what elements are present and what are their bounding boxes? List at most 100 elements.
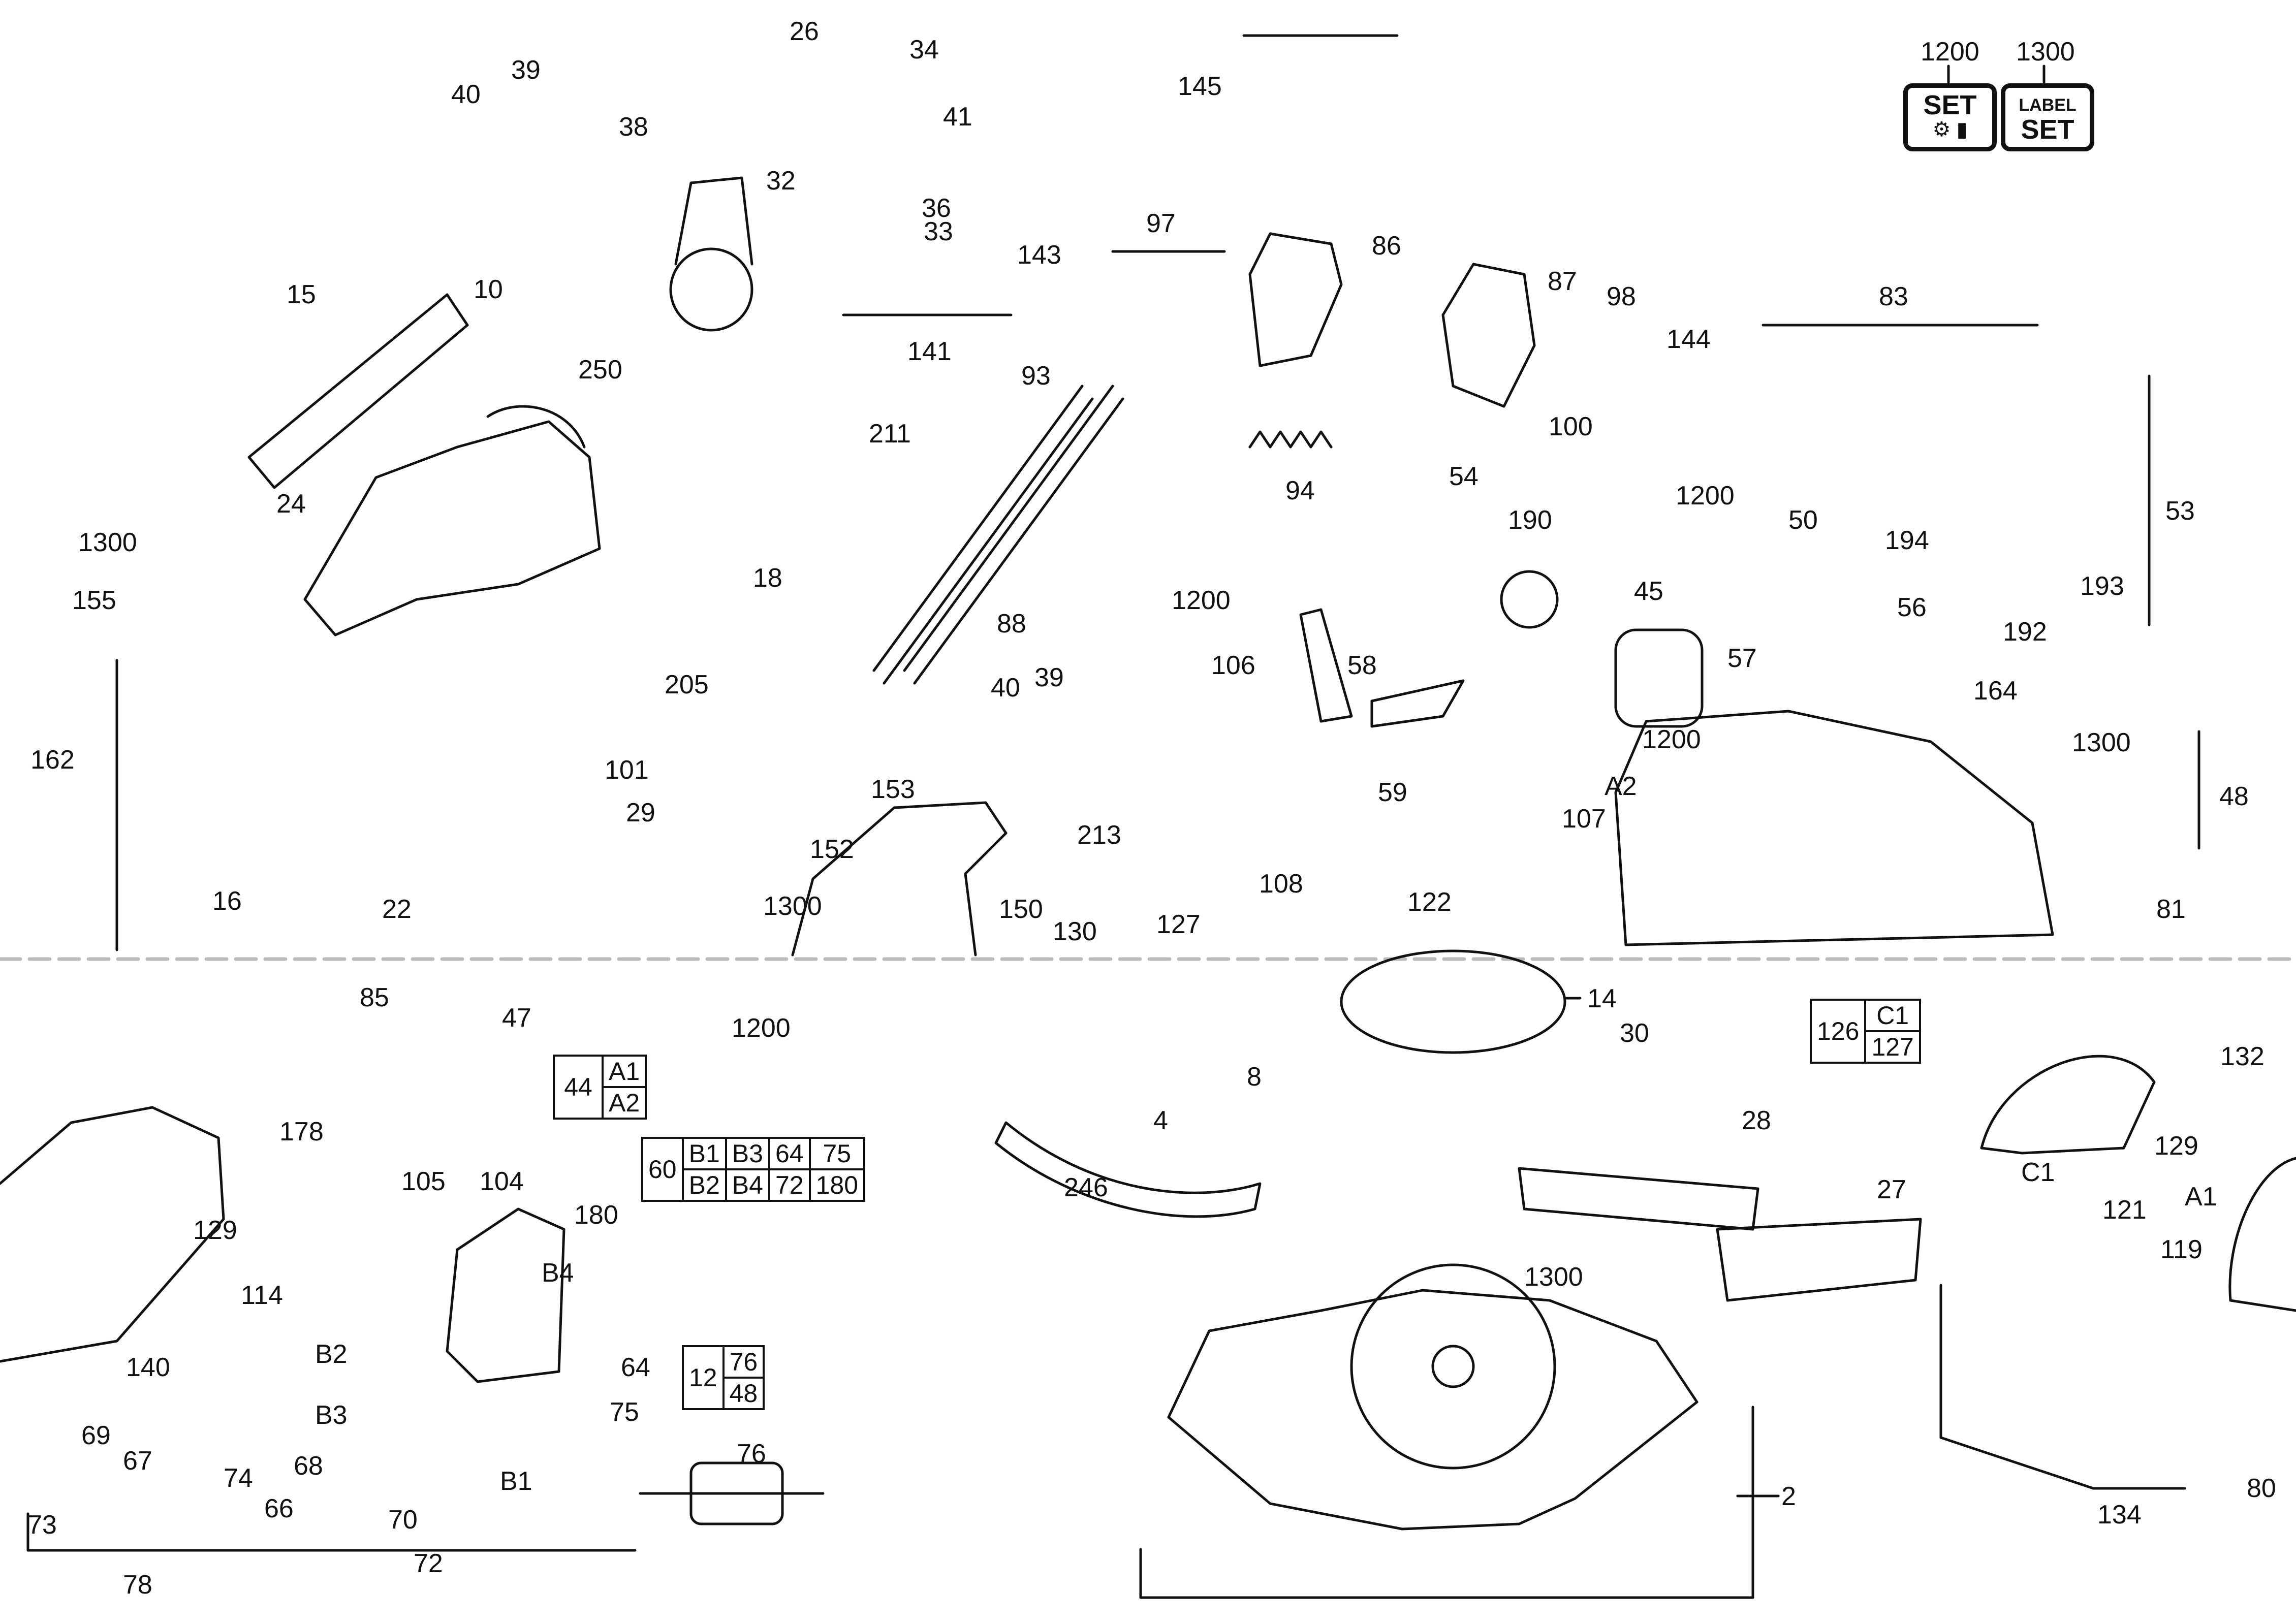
table-60-r2c2: B4 <box>725 1168 770 1202</box>
table-60-r1c2: B3 <box>725 1137 770 1170</box>
table-126: 126 C1 127 <box>1809 999 1921 1064</box>
callout-2: 2 <box>1781 1482 1796 1511</box>
callout-143: 143 <box>1017 240 1061 270</box>
callout-121: 121 <box>2102 1195 2147 1225</box>
callout-66: 66 <box>264 1494 294 1523</box>
callout-36: 36 <box>922 194 951 223</box>
callout-30: 30 <box>1620 1018 1649 1048</box>
table-60-r1c1: B1 <box>681 1137 727 1170</box>
callout-54: 54 <box>1449 462 1479 491</box>
set-badge-icon: ⚙ ▮ <box>1932 118 1968 141</box>
label-set-1300-number: 1300 <box>2016 37 2075 67</box>
callout-16: 16 <box>212 886 242 916</box>
callout-1200c: 1200 <box>1172 586 1231 615</box>
table-60-r1c4: 75 <box>808 1137 866 1170</box>
callout-193: 193 <box>2080 571 2124 601</box>
callout-39b: 39 <box>1034 663 1064 692</box>
callout-56: 56 <box>1897 593 1927 622</box>
table-126-main: 126 <box>1809 999 1867 1064</box>
callout-107: 107 <box>1562 804 1606 834</box>
miter-scale <box>994 1121 1262 1218</box>
callout-87: 87 <box>1548 267 1577 296</box>
slotted-plate <box>247 293 469 489</box>
table-44: 44 A1 A2 <box>553 1055 647 1120</box>
upper-guard-shape <box>303 420 601 636</box>
part-86-shape <box>1248 232 1343 367</box>
callout-81: 81 <box>2156 895 2186 924</box>
table-44-main: 44 <box>553 1055 604 1120</box>
callout-190: 190 <box>1508 505 1552 535</box>
callout-10: 10 <box>474 275 503 304</box>
callout-105: 105 <box>401 1167 446 1196</box>
callout-C1: C1 <box>2021 1158 2055 1187</box>
table-60-r2c1: B2 <box>681 1168 727 1202</box>
fence-28 <box>1518 1167 1759 1231</box>
callout-73: 73 <box>27 1510 57 1540</box>
table-126-row1: C1 <box>1864 999 1921 1032</box>
callout-213: 213 <box>1077 820 1121 850</box>
callout-58: 58 <box>1347 651 1377 680</box>
callout-180: 180 <box>574 1200 618 1230</box>
callout-88: 88 <box>997 609 1026 639</box>
callout-145: 145 <box>1178 72 1222 101</box>
table-60-r2c4: 180 <box>808 1168 866 1202</box>
callout-26: 26 <box>790 17 819 46</box>
handle-106 <box>1299 608 1353 723</box>
callout-67: 67 <box>123 1446 152 1476</box>
left-housing-shape <box>0 1106 225 1363</box>
callout-194: 194 <box>1885 526 1929 555</box>
callout-40a: 40 <box>451 80 481 109</box>
callout-140: 140 <box>126 1353 170 1382</box>
plate-58 <box>1370 679 1465 728</box>
callout-22: 22 <box>382 895 412 924</box>
spring-94 <box>1248 430 1333 449</box>
callout-53: 53 <box>2165 496 2195 526</box>
callout-132: 132 <box>2220 1042 2264 1071</box>
callout-69: 69 <box>81 1421 111 1450</box>
callout-98: 98 <box>1607 282 1636 311</box>
callout-129b: 129 <box>193 1216 237 1245</box>
callout-47: 47 <box>502 1003 531 1033</box>
table-60-r1c3: 64 <box>768 1137 811 1170</box>
table-12: 12 76 48 <box>682 1345 765 1410</box>
housing-32-body <box>674 176 753 266</box>
set-badge: SET ⚙ ▮ <box>1903 83 1997 151</box>
rail-tube-a2 <box>883 397 1094 685</box>
callout-134: 134 <box>2097 1500 2142 1530</box>
callout-33: 33 <box>924 217 953 246</box>
callout-86: 86 <box>1372 231 1401 261</box>
callout-40b: 40 <box>991 673 1020 703</box>
callout-A1: A1 <box>2185 1182 2217 1212</box>
callout-18: 18 <box>753 563 782 593</box>
callout-48: 48 <box>2219 782 2249 811</box>
callout-127: 127 <box>1156 910 1201 939</box>
callout-68: 68 <box>294 1451 323 1481</box>
housing-32-wheel <box>669 247 753 332</box>
saw-base <box>1167 1289 1699 1531</box>
callout-41: 41 <box>943 102 972 132</box>
callout-32: 32 <box>766 166 796 196</box>
callout-70: 70 <box>388 1505 418 1535</box>
callout-74: 74 <box>224 1463 253 1493</box>
callout-250: 250 <box>578 355 622 385</box>
gearbox-housing <box>446 1207 565 1383</box>
callout-64: 64 <box>621 1353 650 1382</box>
callout-144: 144 <box>1666 325 1711 354</box>
set-1200-number: 1200 <box>1921 37 1979 67</box>
bearing-190 <box>1500 570 1559 629</box>
housing-152 <box>791 801 1008 957</box>
callout-15: 15 <box>287 280 316 309</box>
callout-B1: B1 <box>500 1467 532 1496</box>
callout-83: 83 <box>1879 282 1908 311</box>
callout-178: 178 <box>279 1117 324 1147</box>
label-badge-top: LABEL <box>2019 95 2077 115</box>
callout-101: 101 <box>605 755 649 785</box>
callout-155: 155 <box>72 586 116 615</box>
callout-34: 34 <box>909 35 939 65</box>
callout-8: 8 <box>1247 1062 1262 1092</box>
callout-1200b: 1200 <box>1676 481 1735 511</box>
callout-211: 211 <box>869 419 911 449</box>
callout-164: 164 <box>1973 676 2018 706</box>
callout-152: 152 <box>810 835 854 864</box>
